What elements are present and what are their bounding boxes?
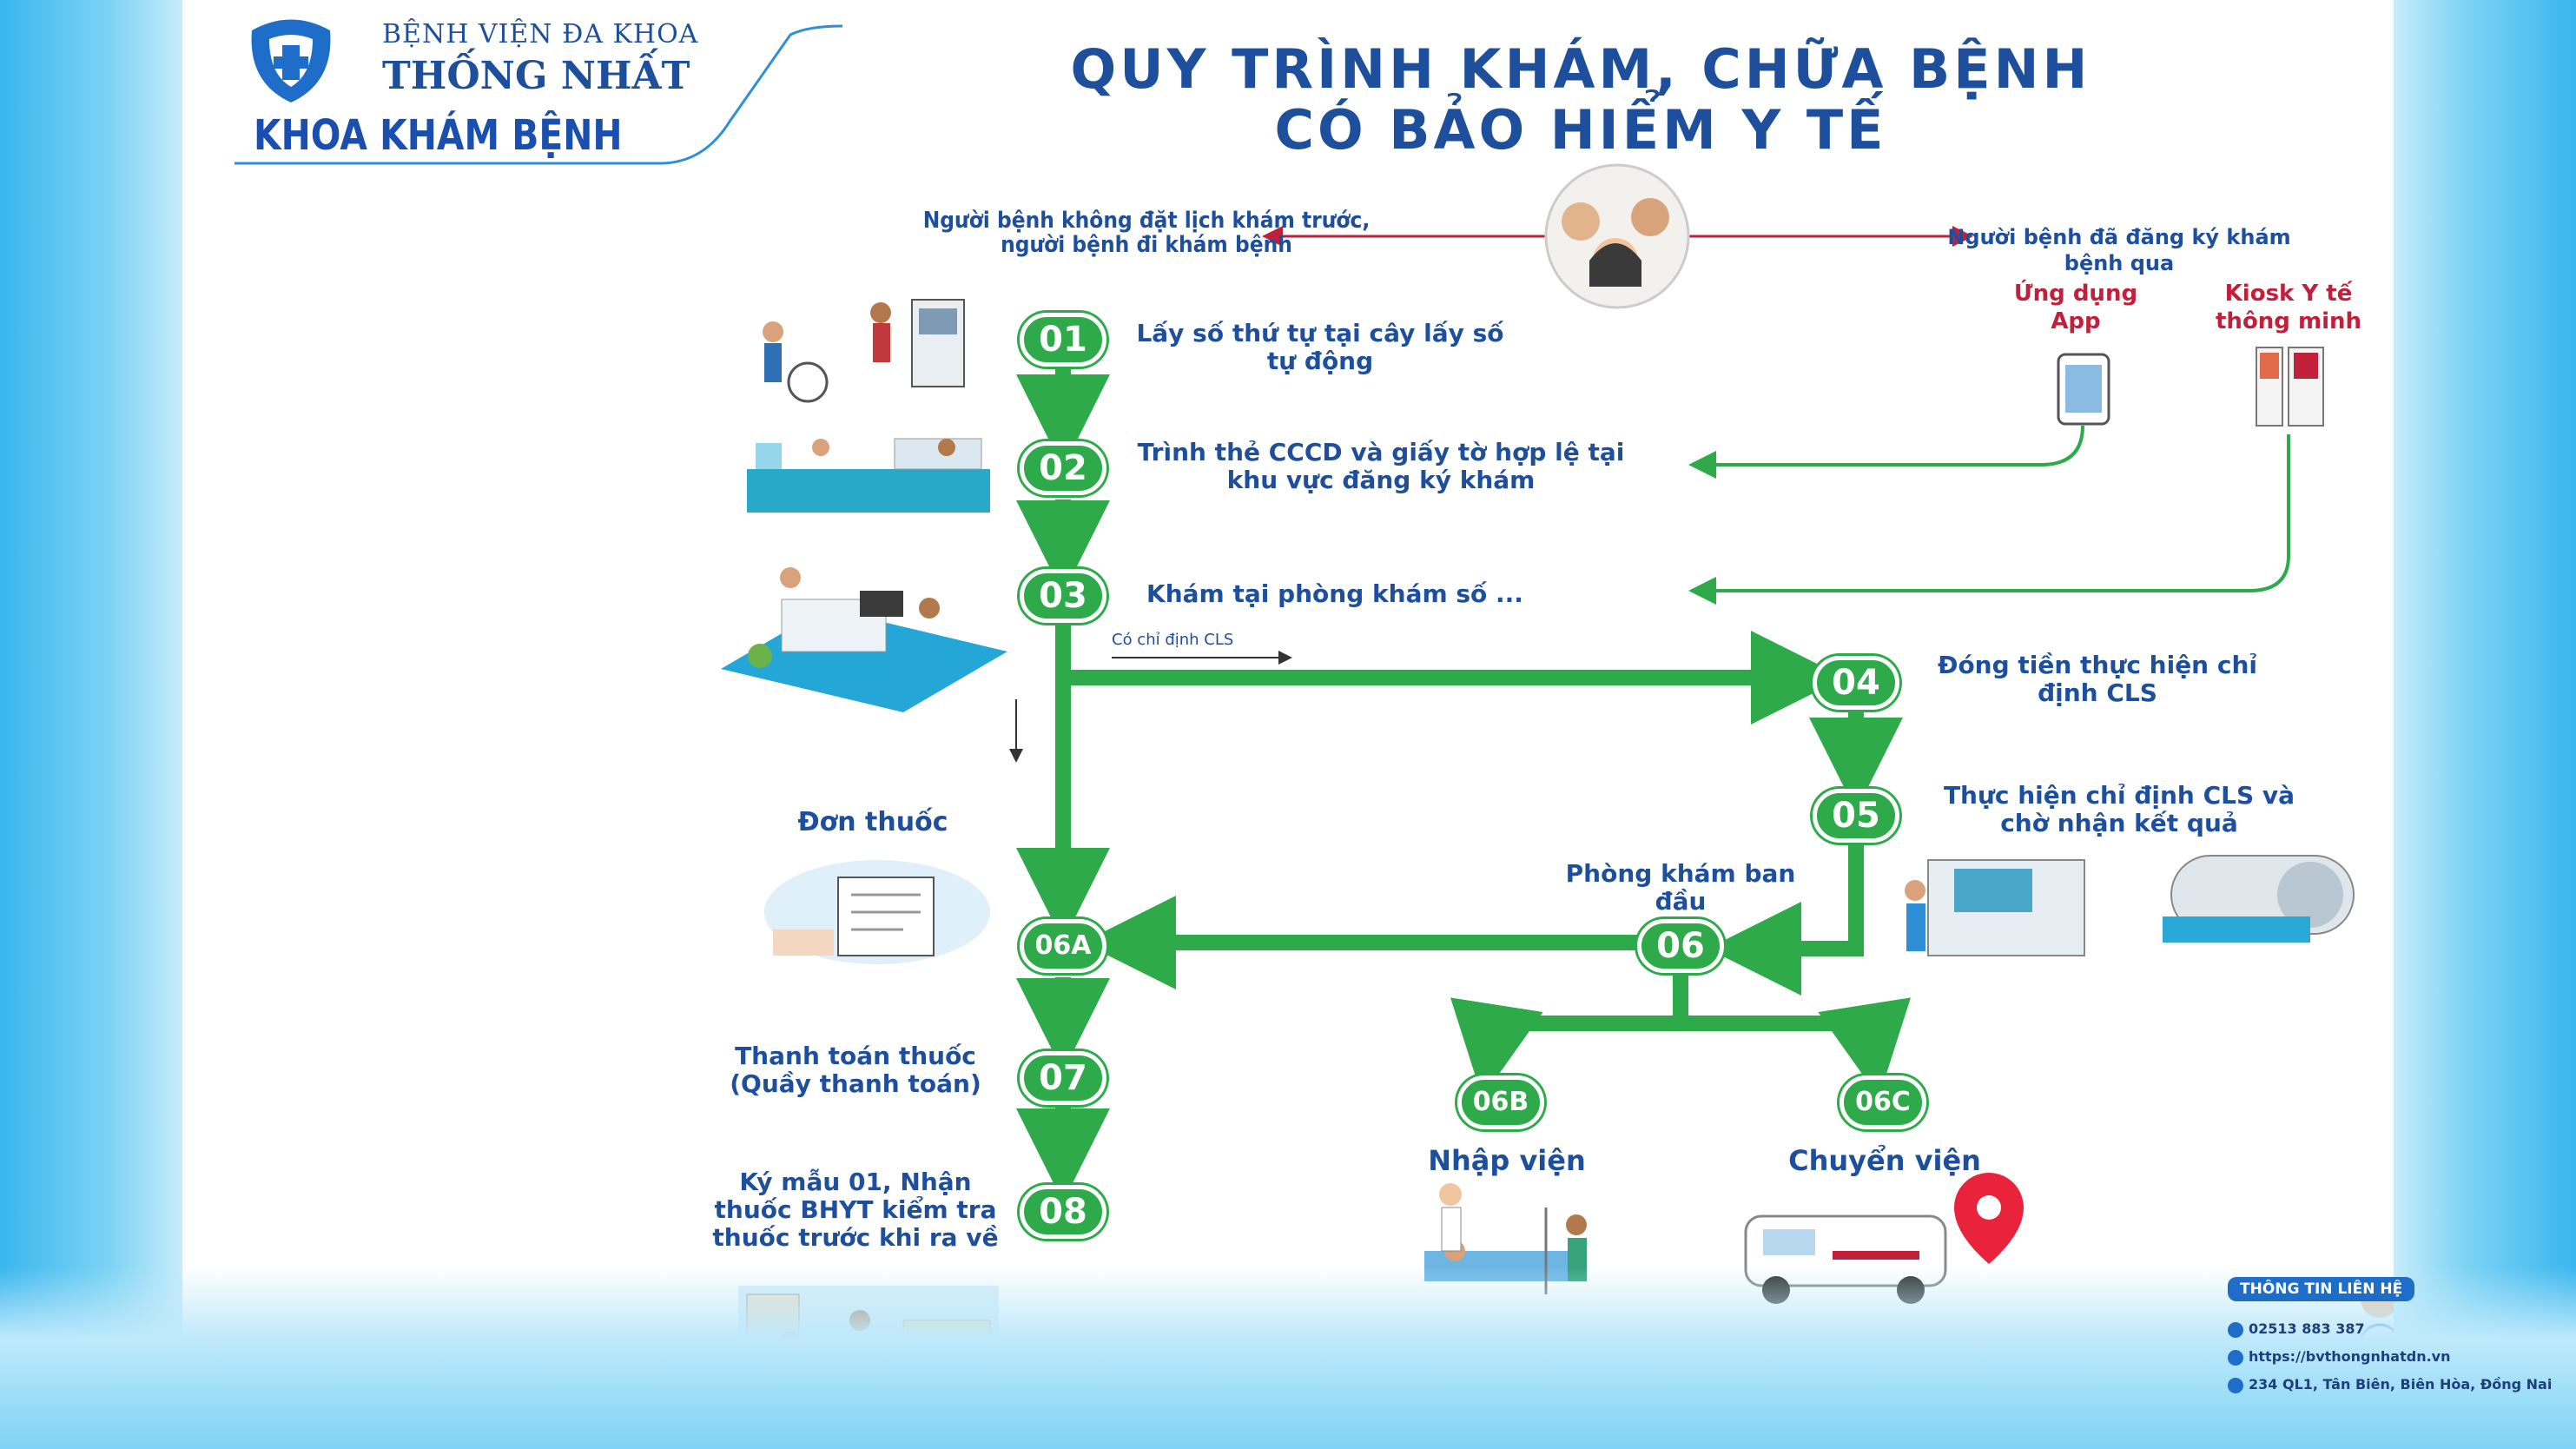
step03-illustration-icon: [721, 567, 1007, 712]
step-05-text: Thực hiện chỉ định CLS và chờ nhận kết q…: [1943, 781, 2295, 837]
step-06a-text: Đơn thuốc: [797, 807, 948, 837]
step-06c-badge: 06C: [1840, 1075, 1926, 1129]
hospital-name-line1: BỆNH VIỆN ĐA KHOA: [382, 19, 699, 50]
step-06b-badge: 06B: [1457, 1075, 1544, 1129]
hospital-logo-block: BỆNH VIỆN ĐA KHOA THỐNG NHẤT KHOA KHÁM B…: [217, 0, 842, 169]
background-bottom: [0, 1267, 2576, 1449]
flow-diagram: [721, 163, 2394, 1407]
poster-title-line2: CÓ BẢO HIỂM Y TẾ: [1274, 98, 1887, 162]
step-06-badge: 06: [1637, 919, 1724, 973]
background-left: [0, 0, 182, 1449]
location-pin-icon: [1954, 1173, 2024, 1264]
step-06-text: Phòng khám ban đầu: [1565, 859, 1796, 916]
step-06a-badge: 06A: [1020, 919, 1106, 973]
logo-frame: [234, 24, 842, 165]
step01-illustration-icon: [763, 299, 965, 403]
kiosk-icon: [2256, 347, 2324, 427]
contact-card: THÔNG TIN LIÊN HỆ 02513 883 387 https://…: [2145, 1268, 2562, 1416]
step-05-badge: 05: [1813, 789, 1899, 843]
step-02-badge: 02: [1020, 441, 1106, 495]
step-08-text: Ký mẫu 01, Nhận thuốc BHYT kiểm tra thuố…: [712, 1168, 999, 1252]
phone-icon: [2228, 1321, 2243, 1338]
step-07-badge: 07: [1020, 1051, 1106, 1105]
contact-address: 234 QL1, Tân Biên, Biên Hòa, Đồng Nai: [2228, 1376, 2552, 1393]
department-name: KHOA KHÁM BỆNH: [254, 111, 623, 160]
kiosk-label: Kiosk Y tế thông minh: [2216, 281, 2361, 334]
cls-equipment-illustration-icon: [1905, 855, 2355, 956]
app-phone-icon: [2057, 353, 2110, 426]
step-04-text: Đóng tiền thực hiện chỉ định CLS: [1937, 651, 2257, 707]
location-icon: [2228, 1377, 2243, 1393]
prescription-illustration-icon: [764, 860, 990, 964]
step-08-badge: 08: [1020, 1185, 1106, 1239]
step-07-text: Thanh toán thuốc (Quầy thanh toán): [730, 1042, 981, 1098]
contact-web: https://bvthongnhatdn.vn: [2228, 1348, 2450, 1366]
step-06c-text: Chuyển viện: [1788, 1144, 1981, 1177]
poster-title-line1: QUY TRÌNH KHÁM, CHỮA BỆNH: [1070, 37, 2091, 101]
hospital-name-line2: THỐNG NHẤT: [382, 54, 690, 98]
branch-right-text: Người bệnh đã đăng ký khám bệnh qua: [1947, 225, 2291, 275]
step-04-badge: 04: [1813, 656, 1899, 710]
background-right: [2394, 0, 2576, 1449]
step-01-text: Lấy số thứ tự tại cây lấy số tự động: [1136, 319, 1504, 375]
hospital-emblem-icon: [251, 19, 331, 103]
step-03-text: Khám tại phòng khám số ...: [1146, 579, 1523, 608]
step-03-badge: 03: [1020, 569, 1106, 623]
globe-icon: [2228, 1349, 2243, 1366]
step-06b-text: Nhập viện: [1428, 1144, 1586, 1177]
branch-left-text: Người bệnh không đặt lịch khám trước, ng…: [922, 208, 1371, 258]
contact-phone: 02513 883 387: [2228, 1320, 2365, 1338]
app-label: Ứng dụng App: [2013, 281, 2138, 334]
contact-title: THÔNG TIN LIÊN HỆ: [2228, 1277, 2415, 1301]
step-02-text: Trình thẻ CCCD và giấy tờ hợp lệ tại khu…: [1137, 438, 1625, 494]
step-01-badge: 01: [1020, 313, 1106, 367]
cls-arrow-label: Có chỉ định CLS: [1112, 631, 1234, 649]
poster-panel: BỆNH VIỆN ĐA KHOA THỐNG NHẤT KHOA KHÁM B…: [182, 0, 2394, 1449]
step02-illustration-icon: [747, 438, 990, 513]
